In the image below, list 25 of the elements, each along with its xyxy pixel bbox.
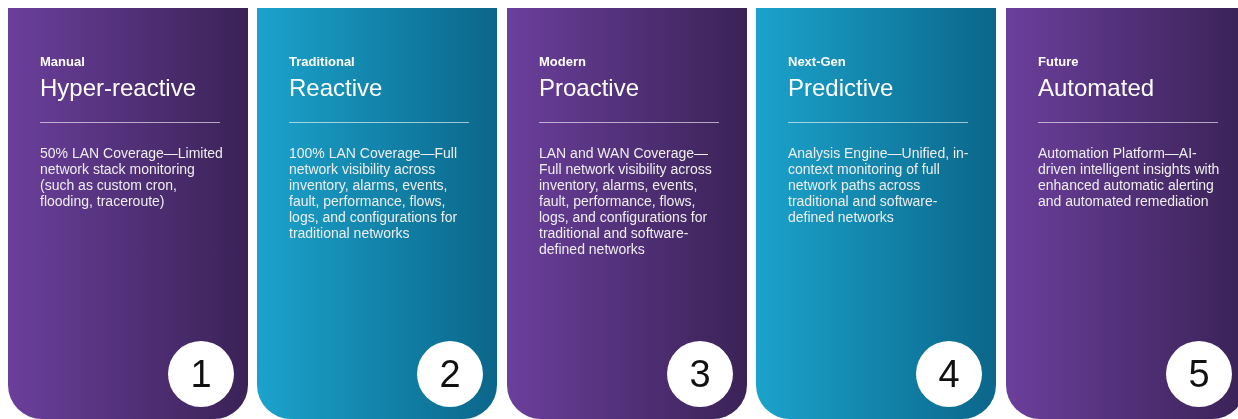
step-number-circle: 5 — [1166, 341, 1232, 407]
stage-card — [507, 8, 747, 419]
step-number-circle: 1 — [168, 341, 234, 407]
stage-category: Modern — [539, 54, 586, 69]
step-number-circle: 3 — [667, 341, 733, 407]
stage-card — [756, 8, 996, 419]
stage-category: Traditional — [289, 54, 355, 69]
stage-description: 50% LAN Coverage—Limited network stack monitoring (such as custom cron, flooding, traceroute) — [40, 145, 224, 209]
stage-title: Proactive — [539, 74, 640, 102]
stage-description: Analysis Engine—Unified, in-context monitoring of full network paths across traditional and software-defined networks — [788, 145, 970, 225]
step-number-circle: 4 — [916, 341, 982, 407]
stage-category: Next-Gen — [788, 54, 846, 69]
step-number-circle: 2 — [417, 341, 483, 407]
stage-title: Reactive — [289, 74, 383, 102]
stage-description: Automation Platform—AI-driven intelligent insights with enhanced automatic alerting and automated remediation — [1038, 145, 1221, 209]
stage-card — [257, 8, 497, 419]
stage-title: Automated — [1038, 74, 1155, 102]
stage-title: Predictive — [788, 74, 894, 102]
stage-category: Manual — [40, 54, 85, 69]
stage-card — [8, 8, 248, 419]
stage-description: 100% LAN Coverage—Full network visibility across inventory, alarms, events, fault, performance, flows, logs, and configurations for traditional networks — [289, 145, 459, 241]
stage-description: LAN and WAN Coverage—Full network visibility across inventory, alarms, events, fault, performance, flows, logs, and configurations for traditional and software-defined networks — [539, 145, 713, 257]
stage-card — [1006, 8, 1238, 419]
stage-title: Hyper-reactive — [40, 74, 197, 102]
stage-category: Future — [1038, 54, 1079, 69]
